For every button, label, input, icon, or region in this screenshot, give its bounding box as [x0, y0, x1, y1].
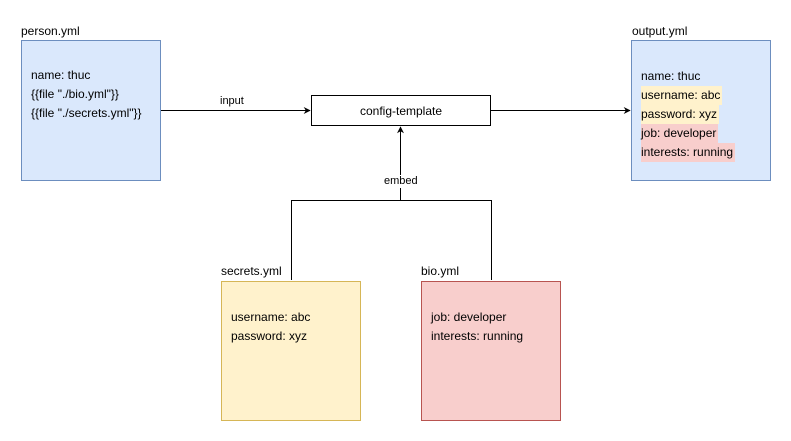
file-line: password: xyz — [641, 105, 720, 124]
embed-edge-label: embed — [383, 175, 419, 188]
file-line: interests: running — [431, 329, 524, 343]
file-line: name: thuc — [31, 68, 91, 82]
file-line: job: developer — [641, 124, 719, 143]
file-line: name: thuc — [641, 69, 701, 83]
bio-file-title: bio.yml — [421, 264, 460, 278]
config-template-node: config-template — [311, 95, 491, 126]
bio-file-box: job: developer interests: running — [421, 281, 561, 421]
file-line: interests: running — [641, 143, 736, 162]
secrets-file-content: username: abc password: xyz — [231, 308, 312, 346]
secrets-file-box: username: abc password: xyz — [221, 281, 361, 421]
input-edge-label: input — [220, 95, 244, 108]
secrets-connector — [291, 200, 401, 280]
file-line: password: xyz — [231, 329, 308, 343]
person-file-box: name: thuc {{file "./bio.yml"}} {{file "./… — [21, 40, 161, 181]
file-line: {{file "./bio.yml"}} — [31, 87, 119, 101]
bio-connector — [400, 200, 492, 280]
secrets-file-title: secrets.yml — [221, 264, 282, 278]
bio-file-content: job: developer interests: running — [431, 308, 525, 346]
file-line: username: abc — [231, 310, 311, 324]
file-line: username: abc — [641, 86, 723, 105]
file-line: job: developer — [431, 310, 507, 324]
person-file-title: person.yml — [21, 24, 80, 38]
config-template-label: config-template — [359, 103, 443, 118]
person-file-content: name: thuc {{file "./bio.yml"}} {{file "./… — [31, 66, 144, 123]
file-line: {{file "./secrets.yml"}} — [31, 106, 142, 120]
output-file-title: output.yml — [632, 24, 688, 38]
